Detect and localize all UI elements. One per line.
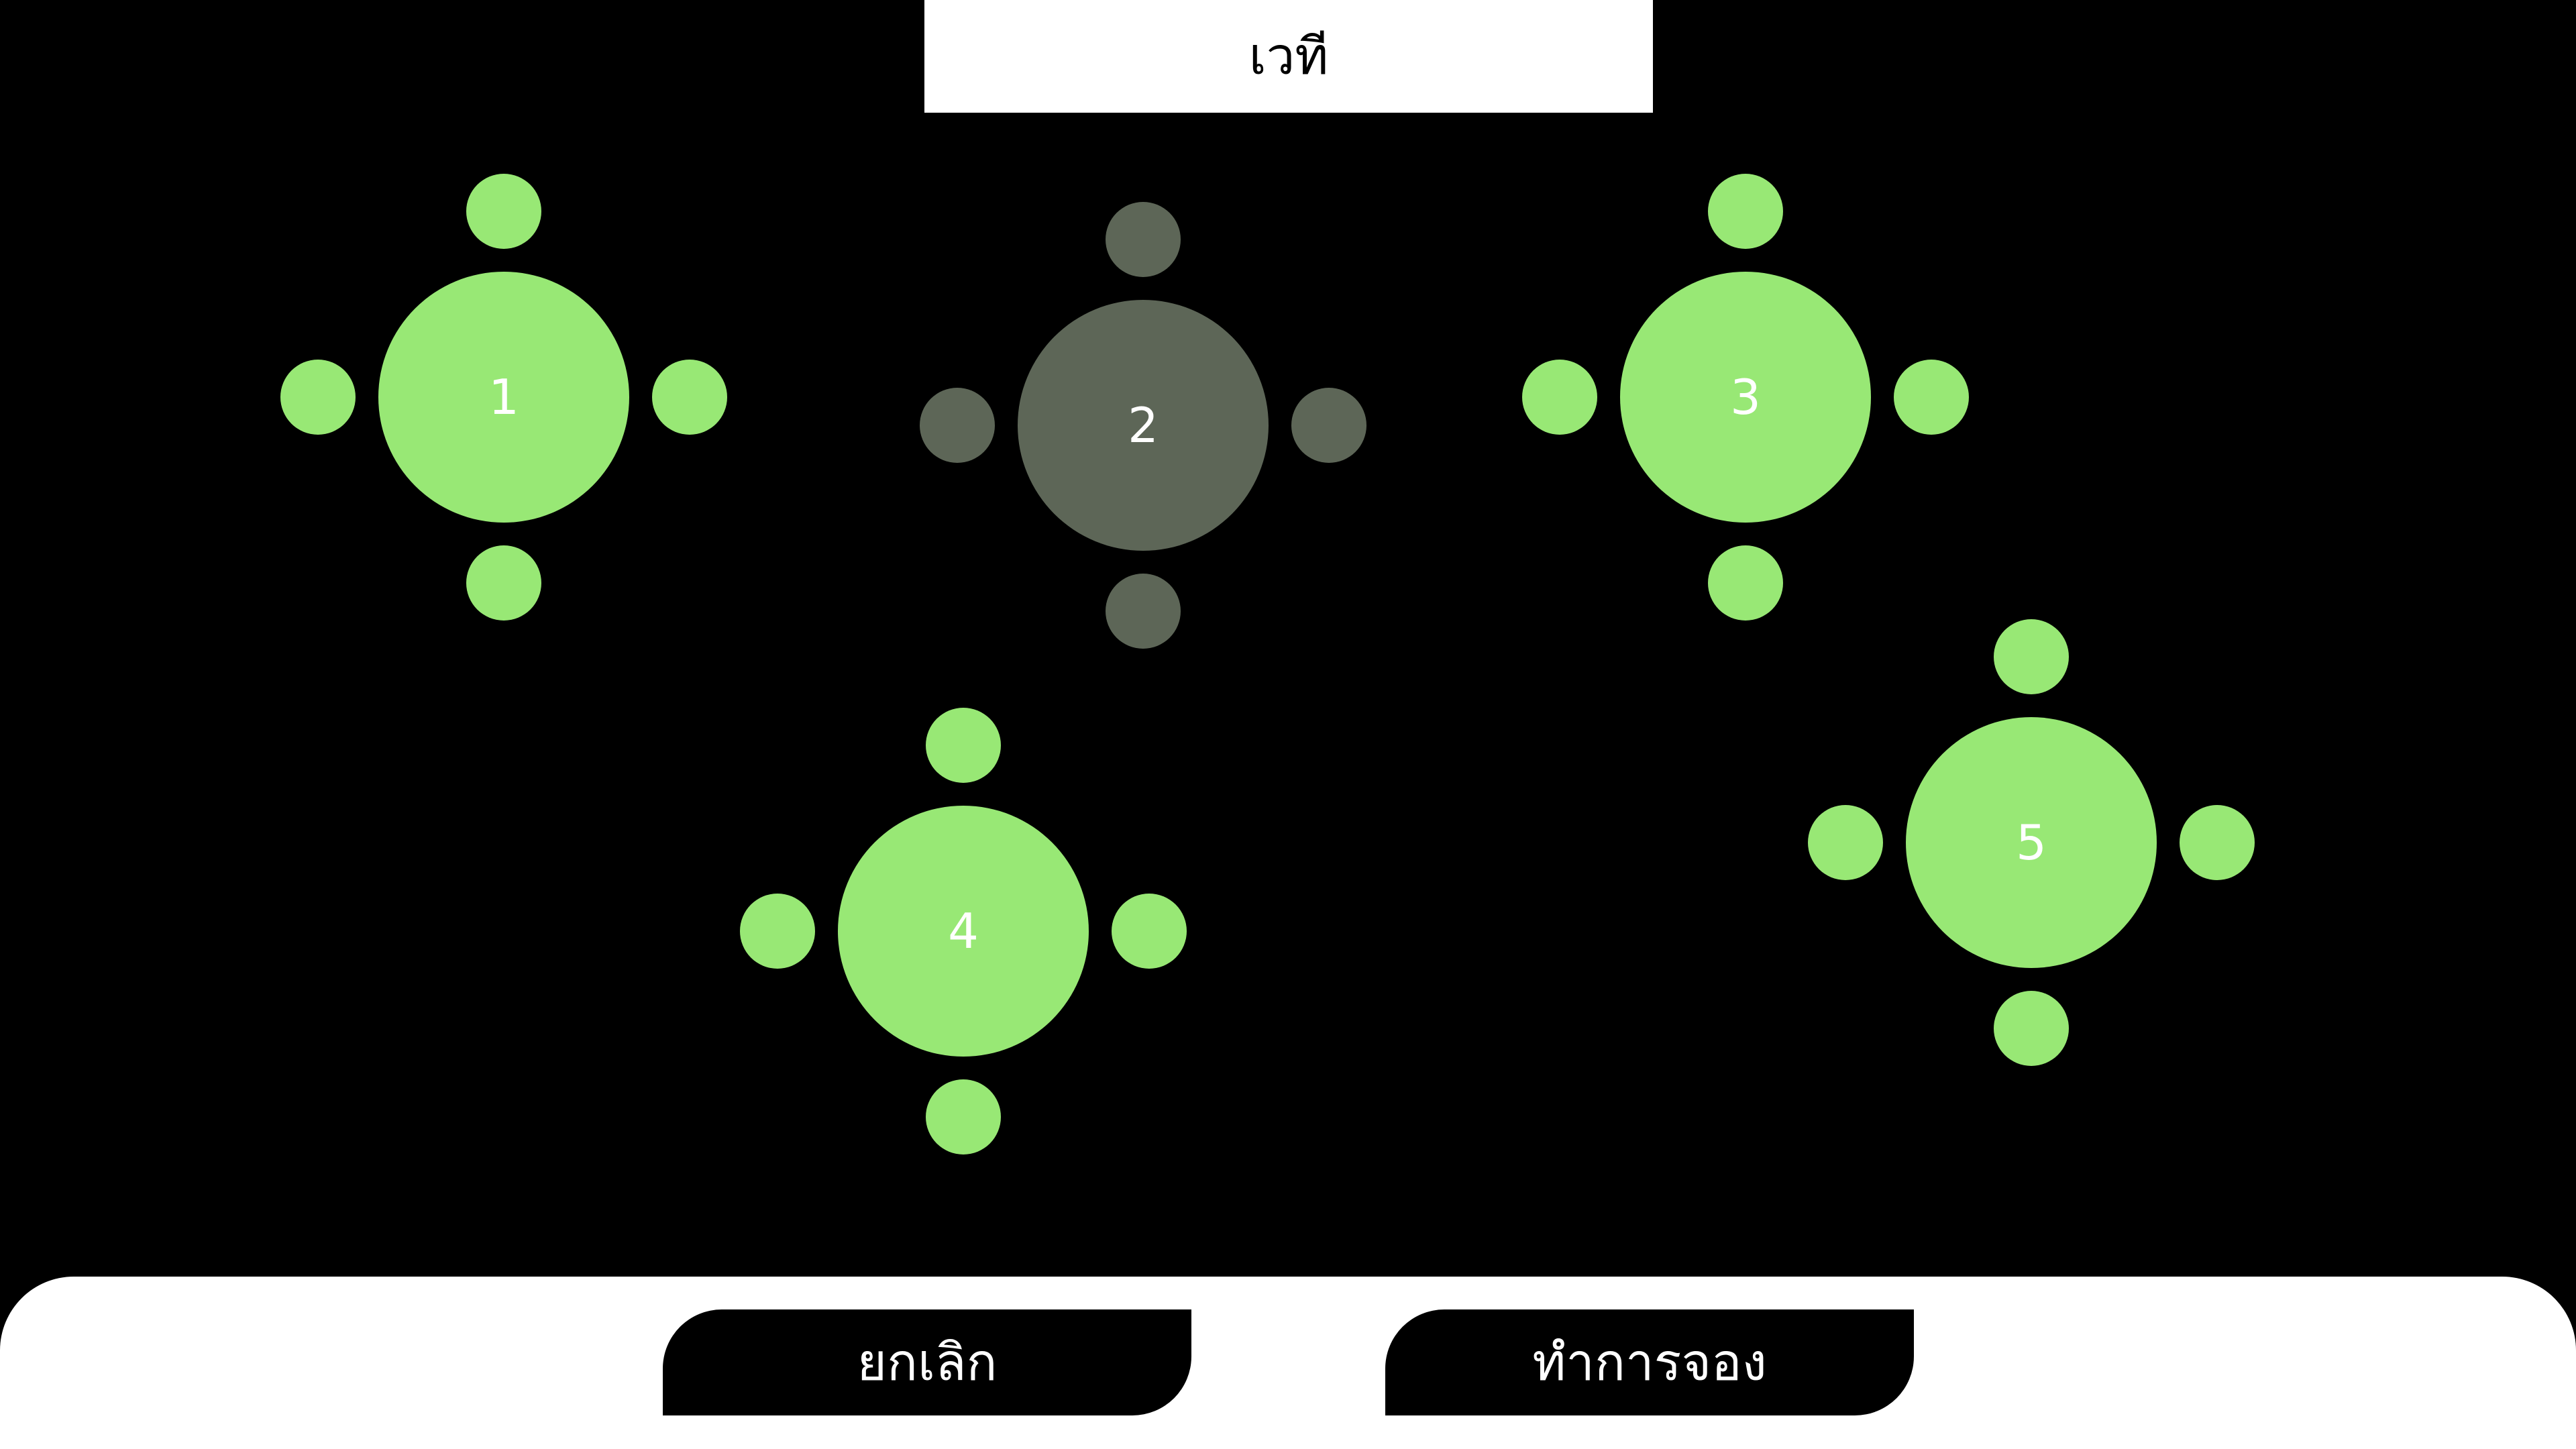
table-1[interactable]: 1 [378, 272, 629, 523]
seat-right-table-3[interactable] [1894, 360, 1969, 435]
table-number: 1 [488, 369, 519, 425]
table-number: 2 [1128, 397, 1159, 453]
seat-top-table-5[interactable] [1994, 619, 2069, 694]
stage-label: เวที [924, 0, 1653, 113]
table-number: 3 [1730, 369, 1761, 425]
action-footer [0, 1277, 2576, 1449]
table-3[interactable]: 3 [1620, 272, 1871, 523]
seat-bottom-table-5[interactable] [1994, 991, 2069, 1066]
seat-left-table-3[interactable] [1522, 360, 1597, 435]
table-5[interactable]: 5 [1906, 717, 2157, 968]
seat-top-table-4[interactable] [926, 708, 1001, 783]
seat-bottom-table-4[interactable] [926, 1079, 1001, 1155]
cancel-button[interactable]: ยกเลิก [663, 1309, 1191, 1415]
seat-top-table-2 [1106, 202, 1181, 277]
seat-right-table-1[interactable] [652, 360, 727, 435]
seat-right-table-2 [1291, 388, 1366, 463]
seat-left-table-2 [920, 388, 995, 463]
table-2: 2 [1018, 300, 1269, 551]
stage-label-text: เวที [1248, 26, 1329, 86]
table-number: 4 [948, 903, 979, 959]
seat-right-table-5[interactable] [2180, 805, 2255, 880]
seat-right-table-4[interactable] [1112, 894, 1187, 969]
seat-left-table-5[interactable] [1808, 805, 1883, 880]
seat-bottom-table-2 [1106, 574, 1181, 649]
table-number: 5 [2016, 814, 2047, 871]
book-button[interactable]: ทำการจอง [1385, 1309, 1914, 1415]
seat-top-table-3[interactable] [1708, 174, 1783, 249]
seat-left-table-1[interactable] [280, 360, 356, 435]
seat-top-table-1[interactable] [466, 174, 541, 249]
table-4[interactable]: 4 [838, 806, 1089, 1057]
cancel-button-label: ยกเลิก [857, 1332, 998, 1392]
seat-bottom-table-3[interactable] [1708, 545, 1783, 621]
book-button-label: ทำการจอง [1532, 1332, 1767, 1392]
seat-bottom-table-1[interactable] [466, 545, 541, 621]
seat-left-table-4[interactable] [740, 894, 815, 969]
